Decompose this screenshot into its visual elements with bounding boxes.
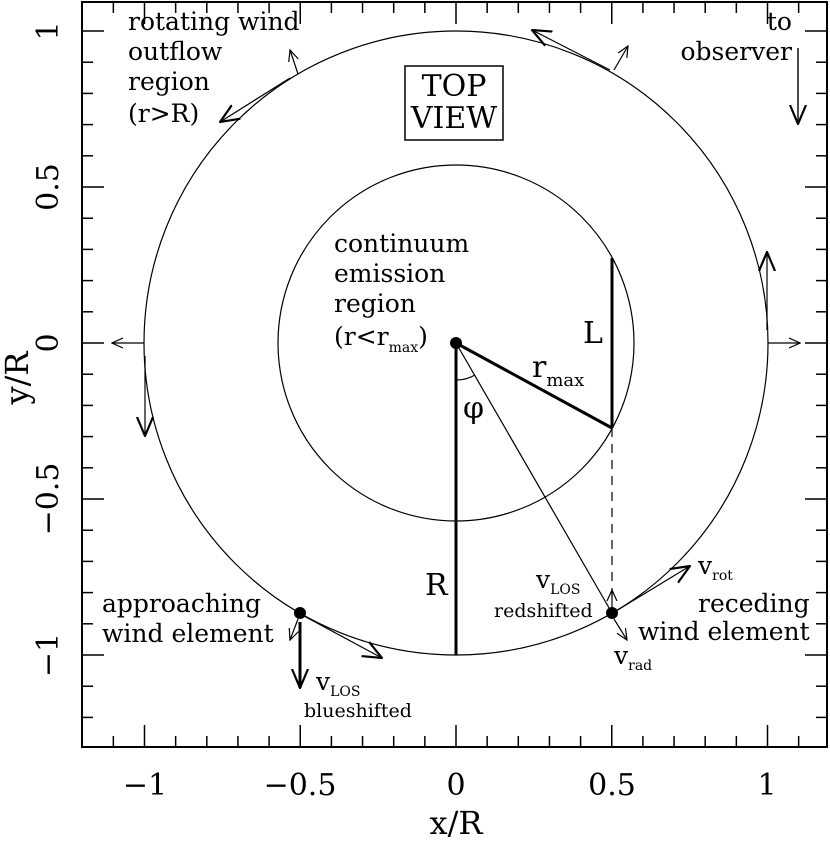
rotating-label-1: rotating wind: [128, 7, 300, 36]
vrad-arrow-approaching: [290, 618, 298, 640]
y-axis-label: y/R: [0, 351, 36, 406]
approaching-label-2: wind element: [102, 619, 274, 648]
L-label: L: [583, 316, 603, 351]
R-label: R: [425, 568, 449, 603]
receding-label-2: wind element: [638, 617, 810, 646]
receding-label-1: receding: [698, 589, 810, 618]
continuum-label-1: continuum: [334, 229, 469, 258]
phi-label: φ: [463, 391, 484, 426]
vlos-red-label: vLOS: [535, 565, 581, 598]
observer-label-1: to: [767, 7, 792, 36]
axis-ticks: [82, 2, 827, 747]
radial-arrow-upper-left: [290, 50, 298, 75]
x-tick-label-1: 1: [757, 768, 776, 803]
rmax-label: rmax: [532, 350, 584, 391]
line-to-receding: [455, 342, 613, 614]
approaching-element-dot: [294, 607, 306, 619]
y-tick-label-05: 0.5: [31, 163, 66, 211]
vrot-arrow: [615, 566, 690, 612]
vrot-label: vrot: [697, 551, 733, 584]
y-tick-label-1: 1: [31, 21, 66, 40]
x-tick-label-0: 0: [446, 768, 465, 803]
receding-element-dot: [606, 607, 618, 619]
phi-arc: [455, 374, 476, 381]
rotation-arrow-upper-left: [220, 77, 291, 122]
blueshifted-label: blueshifted: [304, 700, 412, 722]
x-tick-label-05: 0.5: [588, 768, 636, 803]
center-dot: [450, 337, 462, 349]
rotating-label-4: (r>R): [128, 99, 199, 128]
y-tick-label-neg1: −1: [31, 633, 66, 677]
vrad-label: vrad: [613, 641, 652, 674]
rotation-arrow-upper-right: [532, 30, 611, 71]
x-axis-label: x/R: [430, 804, 484, 841]
continuum-label-2: emission: [334, 259, 445, 288]
approaching-label-1: approaching: [102, 589, 261, 618]
rmax-line: [455, 341, 613, 430]
vrad-arrow-receding: [613, 618, 627, 640]
redshifted-label: redshifted: [494, 600, 593, 622]
vlos-blue-label: vLOS: [315, 667, 361, 700]
radial-arrow-upper-right: [613, 46, 628, 71]
x-tick-label-neg1: −1: [123, 768, 167, 803]
top-view-label-1: TOP: [422, 69, 487, 104]
top-view-label-2: VIEW: [410, 101, 497, 136]
rotating-label-2: outflow: [128, 37, 223, 66]
continuum-label-3: region: [334, 289, 416, 318]
top-view-box: [404, 65, 504, 141]
rotation-arrow-lower-left: [303, 615, 382, 658]
observer-label-2: observer: [681, 37, 793, 66]
rotating-label-3: region: [128, 67, 210, 96]
y-tick-label-0: 0: [31, 333, 66, 352]
x-tick-label-neg05: −0.5: [264, 768, 337, 803]
y-tick-label-neg05: −0.5: [31, 463, 66, 536]
continuum-label-4: (r<rmax): [334, 322, 428, 356]
